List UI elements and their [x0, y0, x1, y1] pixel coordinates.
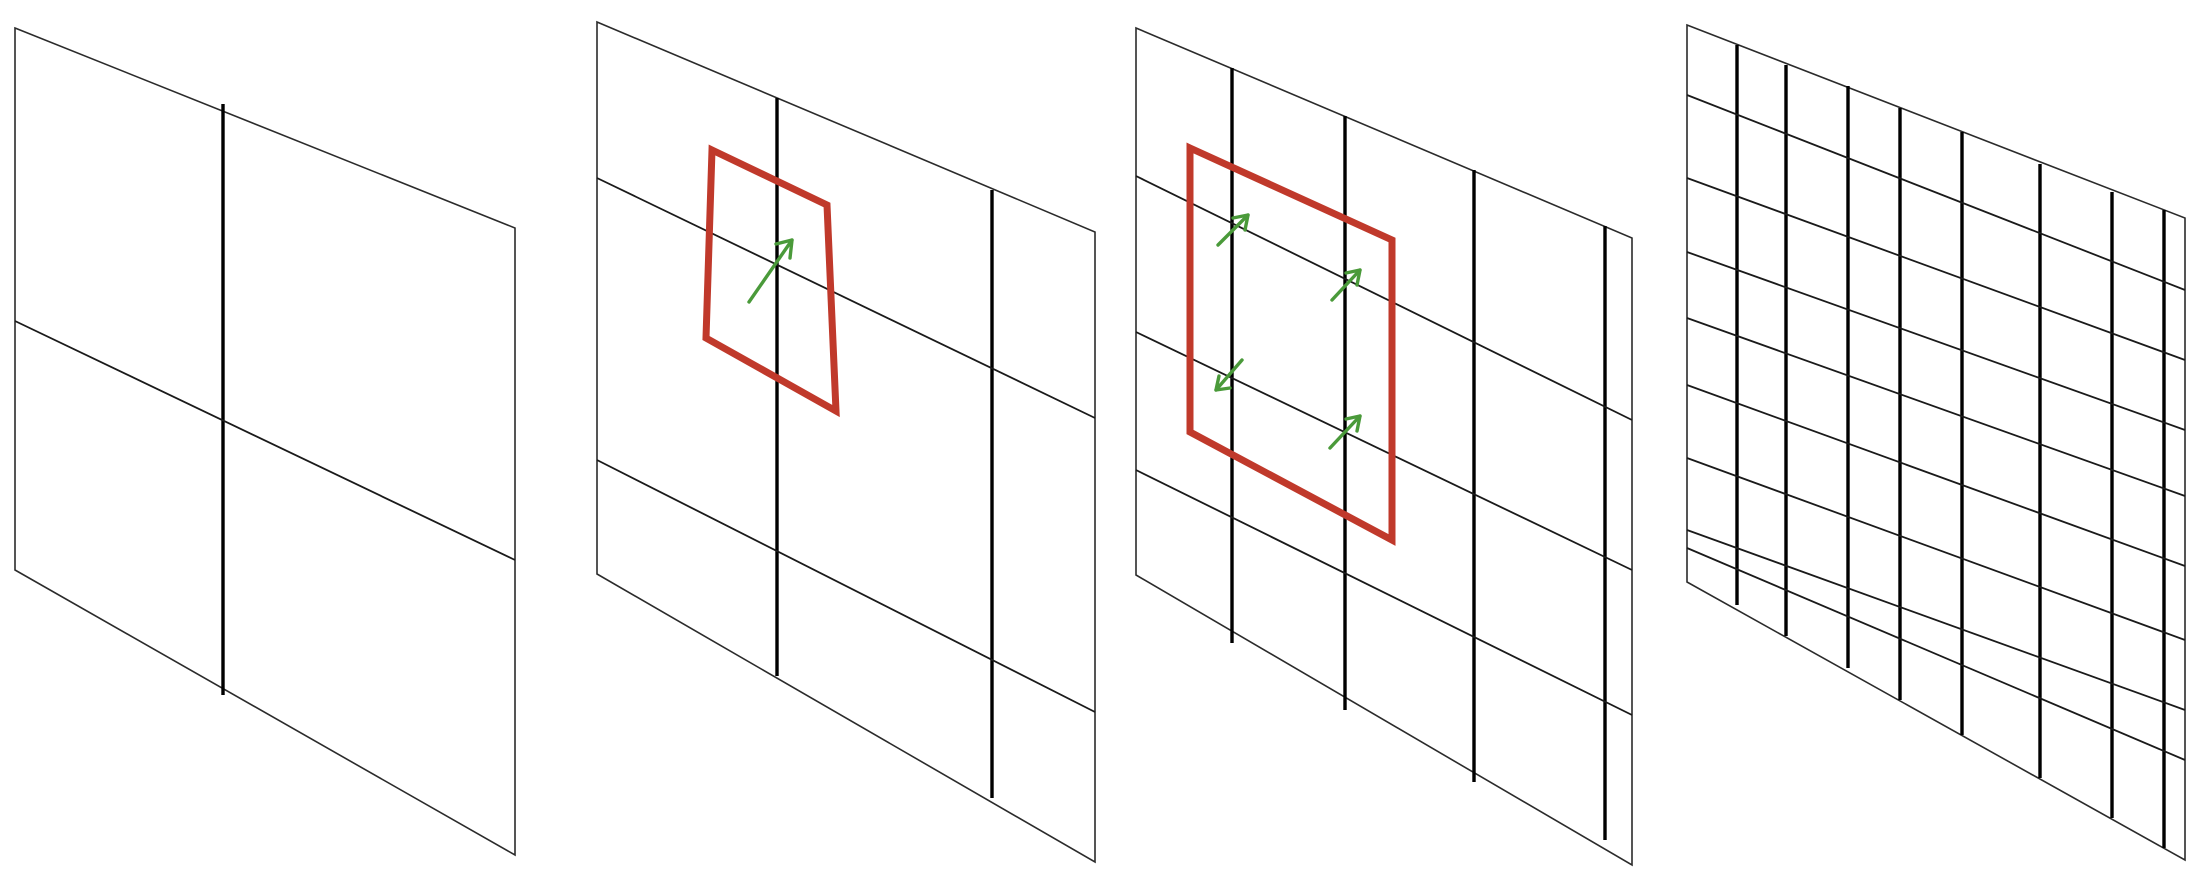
panel-1 [14, 26, 516, 857]
panel-4-grid-horizontal [1686, 251, 2186, 431]
panel-4-grid-horizontal [1686, 177, 2186, 361]
panel-2-grid-horizontal-1 [596, 177, 1096, 419]
panel-4 [1686, 23, 2186, 862]
panel-4-grid-verticals [1735, 45, 2166, 848]
panel-2-selection-box [702, 144, 840, 418]
panel-4-grid-horizontal [1686, 317, 2186, 497]
panel-2 [596, 20, 1096, 864]
panel-3-grid-horizontal-3 [1135, 469, 1633, 716]
panel-4-frame [1686, 23, 2186, 862]
panel-3-motion-arrow-4 [1328, 414, 1362, 450]
panel-4-grid-horizontal [1686, 547, 2186, 761]
panel-3-frame [1135, 26, 1633, 867]
panel-3-motion-arrow-1 [1216, 213, 1250, 247]
panel-3-motion-arrow-3 [1214, 358, 1244, 392]
panel-1-frame [14, 26, 516, 857]
panel-4-grid-horizontals [1686, 94, 2186, 761]
panel-2-motion-arrow [747, 238, 794, 304]
panel-2-frame [596, 20, 1096, 864]
panel-4-grid-horizontal [1686, 457, 2186, 641]
panel-3-selection-box [1186, 142, 1396, 546]
panel-3-motion-arrow-2 [1330, 268, 1362, 302]
panel-2-grid-horizontal-2 [596, 459, 1096, 713]
panel-1-grid-horizontal [14, 320, 516, 561]
panel-4-grid-horizontal [1686, 384, 2186, 567]
panel-4-grid-horizontal [1686, 94, 2186, 291]
panel-3-grid-horizontal-2 [1135, 331, 1633, 571]
panel-3-grid-horizontal-1 [1135, 175, 1633, 421]
panel-4-grid-horizontal [1686, 529, 2186, 711]
panel-3 [1135, 26, 1633, 867]
